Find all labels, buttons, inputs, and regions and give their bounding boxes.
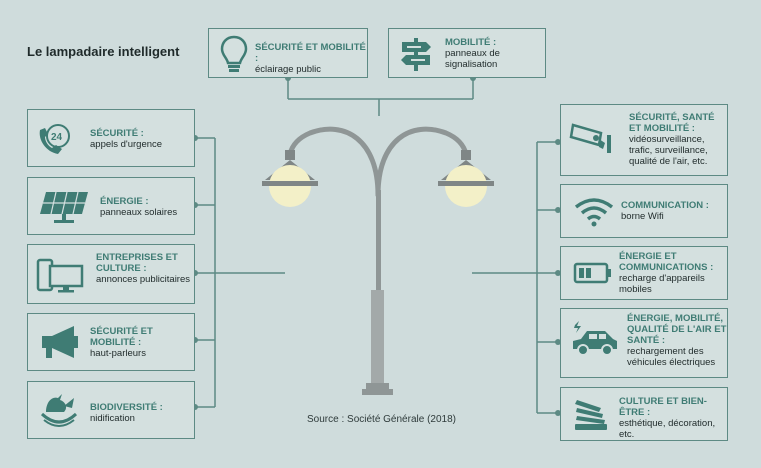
box-description: appels d'urgence bbox=[90, 139, 163, 150]
box-street-lighting: SÉCURITÉ ET MOBILITÉ : éclairage public bbox=[208, 28, 368, 78]
box-solar-panels: ÉNERGIE : panneaux solaires bbox=[27, 177, 195, 235]
box-description: annonces publicitaires bbox=[96, 274, 191, 285]
lightbulb-icon bbox=[220, 35, 248, 72]
box-heading: ÉNERGIE : bbox=[100, 196, 149, 207]
box-heading: SÉCURITÉ ET MOBILITÉ : bbox=[90, 326, 153, 348]
box-wifi: COMMUNICATION : borne Wifi bbox=[560, 184, 728, 238]
box-road-signs: MOBILITÉ : panneaux de signalisation bbox=[388, 28, 546, 78]
box-description: nidification bbox=[90, 413, 135, 424]
decoration-icon bbox=[575, 400, 607, 430]
box-heading: COMMUNICATION : bbox=[621, 200, 709, 211]
diagram-title: Le lampadaire intelligent bbox=[27, 44, 180, 59]
box-nesting: BIODIVERSITÉ : nidification bbox=[27, 381, 195, 439]
svg-text:24: 24 bbox=[51, 132, 63, 143]
camera-icon bbox=[569, 123, 611, 153]
box-heading: CULTURE ET BIEN-ÊTRE : bbox=[619, 396, 707, 418]
bird-nest-icon bbox=[40, 394, 78, 427]
box-heading: MOBILITÉ : bbox=[445, 37, 497, 48]
box-heading: BIODIVERSITÉ : bbox=[90, 402, 163, 413]
box-aesthetics: CULTURE ET BIEN-ÊTRE : esthétique, décor… bbox=[560, 387, 728, 441]
box-description: borne Wifi bbox=[621, 211, 664, 222]
box-heading: SÉCURITÉ ET MOBILITÉ : bbox=[255, 42, 366, 64]
solar-panel-icon bbox=[40, 191, 88, 223]
box-heading: SÉCURITÉ : bbox=[90, 128, 144, 139]
battery-icon bbox=[573, 262, 611, 284]
emergency-phone-icon: 24 bbox=[39, 124, 70, 154]
box-loudspeakers: SÉCURITÉ ET MOBILITÉ : haut-parleurs bbox=[27, 313, 195, 371]
box-heading: SÉCURITÉ, SANTÉ ET MOBILITÉ : bbox=[629, 112, 715, 134]
megaphone-icon bbox=[42, 326, 78, 358]
box-heading: ÉNERGIE, MOBILITÉ, QUALITÉ DE L'AIR ET S… bbox=[627, 313, 727, 346]
box-description: éclairage public bbox=[255, 64, 322, 75]
box-description: panneaux de signalisation bbox=[445, 48, 500, 70]
box-mobile-charging: ÉNERGIE ET COMMUNICATIONS : recharge d'a… bbox=[560, 246, 728, 300]
electric-car-icon bbox=[573, 321, 617, 356]
wifi-icon bbox=[574, 198, 614, 227]
box-heading: ÉNERGIE ET COMMUNICATIONS : bbox=[619, 251, 714, 273]
box-heading: ENTREPRISES ET CULTURE : bbox=[96, 252, 178, 274]
signpost-icon bbox=[401, 38, 431, 71]
box-description: esthétique, décoration, etc. bbox=[619, 418, 716, 440]
box-description: rechargement des véhicules électriques bbox=[627, 346, 716, 368]
box-ev-charging: ÉNERGIE, MOBILITÉ, QUALITÉ DE L'AIR ET S… bbox=[560, 308, 728, 378]
box-description: haut-parleurs bbox=[90, 348, 146, 359]
box-video-surveillance: SÉCURITÉ, SANTÉ ET MOBILITÉ : vidéosurve… bbox=[560, 104, 728, 176]
box-advertising: ENTREPRISES ET CULTURE : annonces public… bbox=[27, 244, 195, 304]
box-emergency-calls: 24 SÉCURITÉ : appels d'urgence bbox=[27, 109, 195, 167]
box-description: recharge d'appareils mobiles bbox=[619, 273, 705, 295]
screen-icon bbox=[36, 258, 84, 293]
box-description: panneaux solaires bbox=[100, 207, 178, 218]
box-description: vidéosurveillance, trafic, surveillance,… bbox=[629, 134, 708, 167]
source-note: Source : Société Générale (2018) bbox=[307, 414, 456, 425]
